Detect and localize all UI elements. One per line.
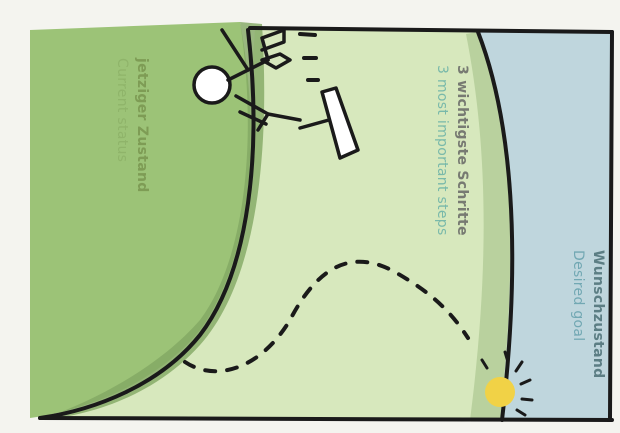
goal-label-en: Desired goal <box>568 250 588 390</box>
steps-label-de: 3 wichtigste Schritte <box>452 65 472 275</box>
current-label-de: jetziger Zustand <box>132 58 152 218</box>
goal-label-de: Wunschzustand <box>588 250 608 390</box>
outline-bottom <box>40 418 612 420</box>
current-label-en: Current status <box>112 58 132 218</box>
outline-right <box>610 32 612 418</box>
steps-label-en: 3 most important steps <box>432 65 452 275</box>
